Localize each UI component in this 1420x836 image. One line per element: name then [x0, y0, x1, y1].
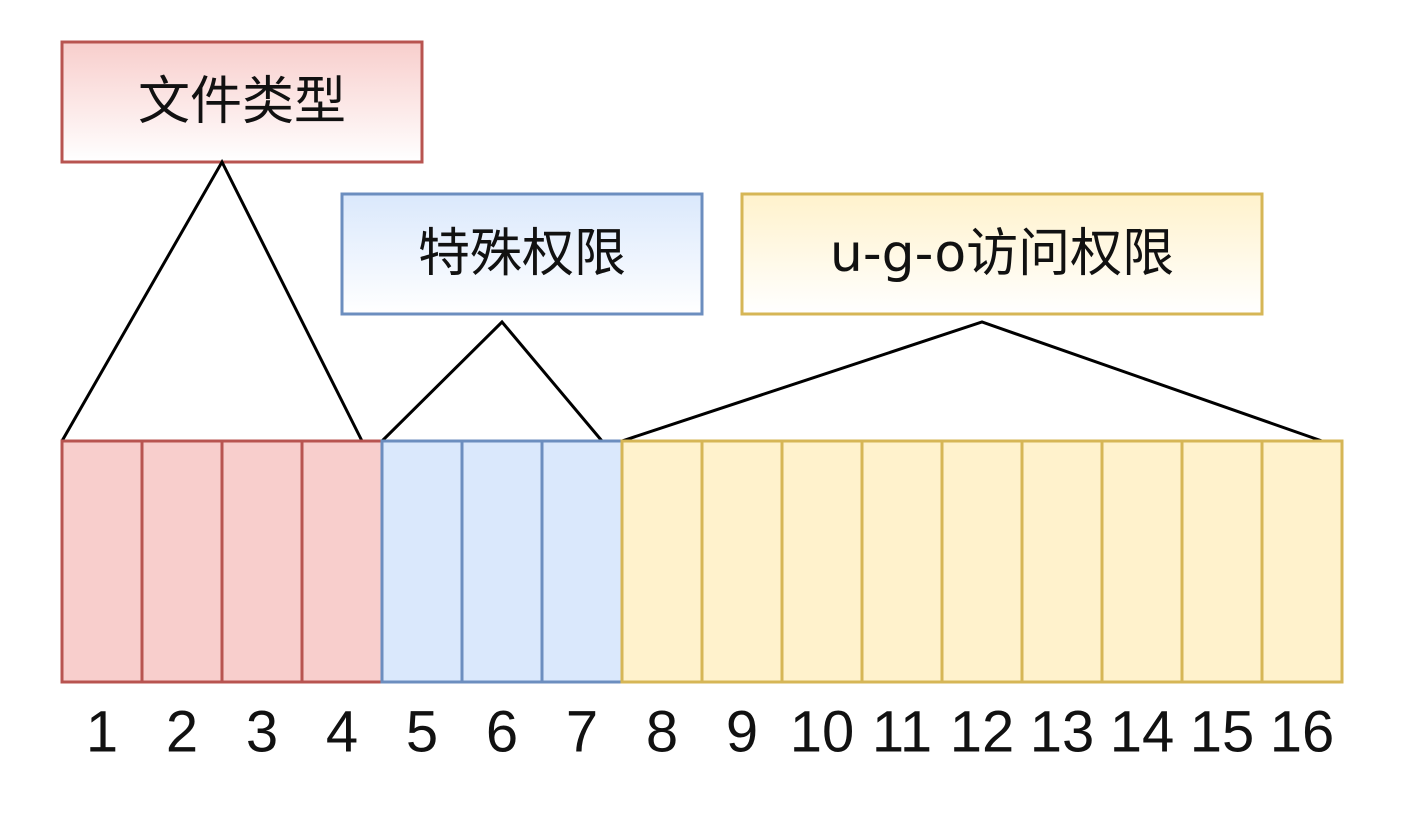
ugo-access-permission-label: u-g-o访问权限	[830, 224, 1174, 284]
bit-number-label: 5	[406, 700, 438, 765]
bit-cell-ugo-access-permission	[700, 439, 784, 684]
bit-number-label: 10	[790, 700, 855, 765]
file-type-connector	[60, 158, 364, 442]
bit-number-label: 7	[566, 700, 598, 765]
bit-cell-ugo-access-permission	[860, 439, 944, 684]
bit-cell-ugo-access-permission	[1100, 439, 1184, 684]
file-type-label: 文件类型	[138, 72, 346, 132]
bit-number-label: 12	[950, 700, 1015, 765]
bit-cell-ugo-access-permission	[1180, 439, 1264, 684]
bit-number-label: 14	[1110, 700, 1175, 765]
bit-number-label: 15	[1190, 700, 1255, 765]
bit-number-label: 8	[646, 700, 678, 765]
bit-cell-ugo-access-permission	[1260, 439, 1344, 684]
bit-cell-ugo-access-permission	[780, 439, 864, 684]
bit-cell-special-permission	[380, 439, 464, 684]
special-permission-label: 特殊权限	[418, 224, 626, 284]
bit-cell-file-type	[140, 439, 224, 684]
bit-cell-file-type	[60, 439, 144, 684]
ugo-access-permission-connector	[621, 320, 1323, 443]
special-permission-label-box: 特殊权限	[340, 192, 704, 316]
bit-number-label: 6	[486, 700, 518, 765]
bit-number-label: 3	[246, 700, 278, 765]
special-permission-connector	[380, 319, 604, 443]
file-type-label-box: 文件类型	[60, 40, 424, 164]
bit-cell-special-permission	[540, 439, 624, 684]
bit-number-label: 4	[326, 700, 358, 765]
bit-cell-ugo-access-permission	[1020, 439, 1104, 684]
ugo-access-permission-label-box: u-g-o访问权限	[740, 192, 1264, 316]
bit-cell-file-type	[300, 439, 384, 684]
bit-cell-file-type	[220, 439, 304, 684]
bit-number-label: 16	[1270, 700, 1335, 765]
bit-cells	[60, 439, 1344, 684]
bit-cell-special-permission	[460, 439, 544, 684]
bit-number-label: 11	[872, 700, 932, 765]
bit-number-label: 13	[1030, 700, 1095, 765]
bit-number-label: 9	[726, 700, 758, 765]
bit-number-label: 1	[86, 700, 118, 765]
bit-cell-ugo-access-permission	[940, 439, 1024, 684]
bit-number-label: 2	[166, 700, 198, 765]
bit-cell-ugo-access-permission	[620, 439, 704, 684]
